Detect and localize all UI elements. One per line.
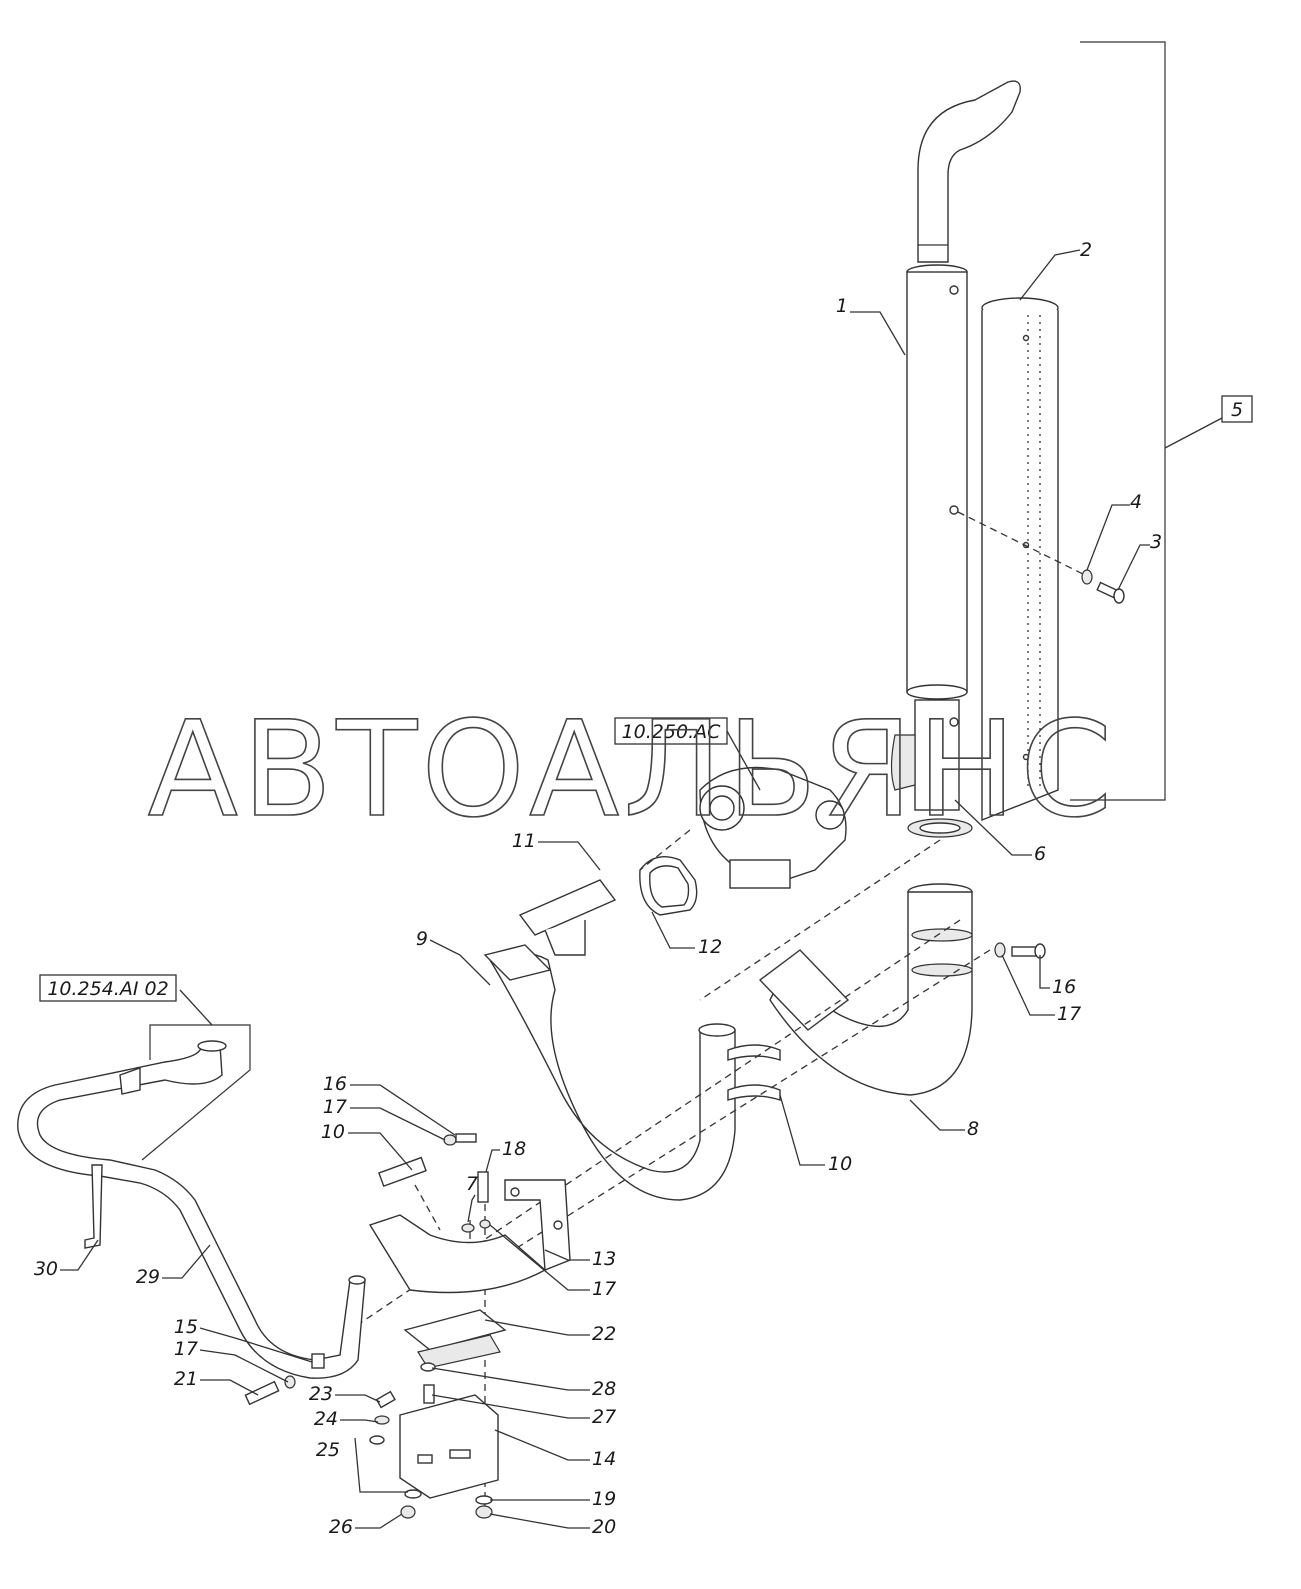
callout-25: 25: [316, 1439, 340, 1461]
callout-6: 6: [1034, 843, 1046, 865]
callout-19: 19: [592, 1488, 616, 1510]
callout-3: 3: [1150, 531, 1162, 553]
intake-ref-label: 10.254.AI 02: [47, 978, 168, 1000]
callout-17-left: 17: [323, 1096, 347, 1118]
callout-2: 2: [1080, 239, 1092, 261]
turbo-ref-label: 10.250.AC: [622, 721, 722, 743]
callout-leaders: [60, 249, 1150, 1529]
gasket: [639, 856, 698, 916]
callout-16-upper: 16: [1052, 976, 1076, 998]
plate: [403, 1309, 507, 1369]
tail-pipe: [917, 80, 1021, 263]
callout-18: 18: [502, 1138, 526, 1160]
clamps: [727, 1044, 781, 1101]
callout-21: 21: [174, 1368, 198, 1390]
j-pipe: [758, 883, 973, 1096]
callout-23: 23: [309, 1383, 333, 1405]
intake-ref-box: 10.254.AI 02: [39, 974, 177, 1002]
support-block: [399, 1394, 499, 1499]
callout-16-left: 16: [323, 1073, 347, 1095]
callout-15: 15: [174, 1316, 198, 1338]
turbo-ref-box: 10.250.AC: [614, 717, 761, 791]
exhaust-elbow-pipe: [483, 944, 736, 1201]
turbocharger: [699, 766, 847, 889]
callout-28: 28: [592, 1378, 616, 1400]
callout-9: 9: [416, 928, 428, 950]
heat-shield: [981, 297, 1059, 822]
assembly-ref-label: 5: [1231, 399, 1243, 421]
callout-17-mid: 17: [592, 1278, 616, 1300]
callout-11: 11: [512, 830, 536, 852]
callout-1: 1: [836, 295, 848, 317]
callout-17-upper: 17: [1057, 1003, 1081, 1025]
heat-plate: [518, 879, 617, 956]
callout-10-right: 10: [828, 1153, 852, 1175]
callout-17-lower: 17: [174, 1338, 198, 1360]
callout-14: 14: [592, 1448, 616, 1470]
watermark-text: АВТОАЛЬЯНС: [148, 693, 1117, 847]
callout-27: 27: [592, 1406, 616, 1428]
callout-12: 12: [698, 936, 722, 958]
intake-pipe: [17, 1040, 366, 1379]
callout-29: 29: [136, 1266, 160, 1288]
assembly-bracket: [1070, 41, 1223, 801]
muffler: [890, 264, 973, 838]
callout-4: 4: [1130, 491, 1142, 513]
callout-13: 13: [592, 1248, 616, 1270]
assembly-ref-box: 5: [1221, 395, 1253, 423]
callout-26: 26: [329, 1516, 353, 1538]
callout-20: 20: [592, 1516, 616, 1538]
intake-ref-bracket: [141, 989, 251, 1161]
callout-22: 22: [592, 1323, 616, 1345]
callout-8: 8: [967, 1118, 979, 1140]
callout-24: 24: [314, 1408, 338, 1430]
callout-7: 7: [466, 1173, 478, 1195]
fasteners: [244, 1133, 493, 1519]
callout-30: 30: [34, 1258, 58, 1280]
callout-labels: 1 2 3 4 6 11 12 9 16 17 8 10 16 17 10 18…: [34, 239, 1162, 1538]
callout-10-left: 10: [321, 1121, 345, 1143]
support-rod: [84, 1164, 103, 1249]
